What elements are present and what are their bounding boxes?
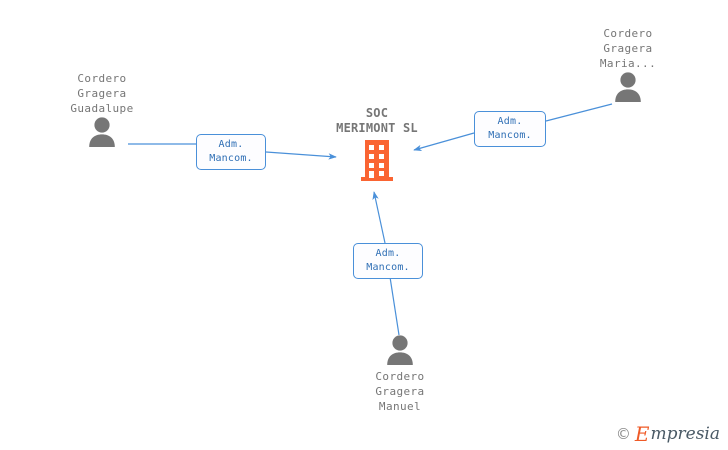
person-icon bbox=[615, 72, 641, 102]
brand-name: mpresia bbox=[650, 423, 721, 444]
copyright-icon: © bbox=[615, 424, 631, 443]
empresia-watermark: © E mpresia bbox=[616, 424, 720, 444]
relation-label-maria[interactable]: Adm. Mancom. bbox=[474, 111, 546, 147]
person-icon bbox=[387, 335, 413, 365]
person-node-maria[interactable]: Cordero Gragera Maria... bbox=[553, 26, 703, 102]
edge-manuel-in bbox=[389, 276, 400, 336]
edge-manuel-out bbox=[372, 191, 386, 244]
brand-initial: E bbox=[634, 422, 650, 446]
person-name-manuel: Cordero Gragera Manuel bbox=[375, 370, 425, 413]
person-name-maria: Cordero Gragera Maria... bbox=[599, 27, 657, 70]
person-icon bbox=[89, 117, 115, 147]
company-node[interactable]: SOC MERIMONT SL bbox=[292, 106, 462, 182]
relation-label-manuel[interactable]: Adm. Mancom. bbox=[353, 243, 423, 279]
person-name-guadalupe: Cordero Gragera Guadalupe bbox=[70, 72, 134, 115]
building-icon bbox=[361, 140, 393, 181]
person-node-guadalupe[interactable]: Cordero Gragera Guadalupe bbox=[27, 71, 177, 147]
edge-maria-in bbox=[545, 103, 613, 122]
person-node-manuel[interactable]: Cordero Gragera Manuel bbox=[325, 334, 475, 414]
company-name: SOC MERIMONT SL bbox=[336, 106, 418, 135]
relation-label-guadalupe[interactable]: Adm. Mancom. bbox=[196, 134, 266, 170]
